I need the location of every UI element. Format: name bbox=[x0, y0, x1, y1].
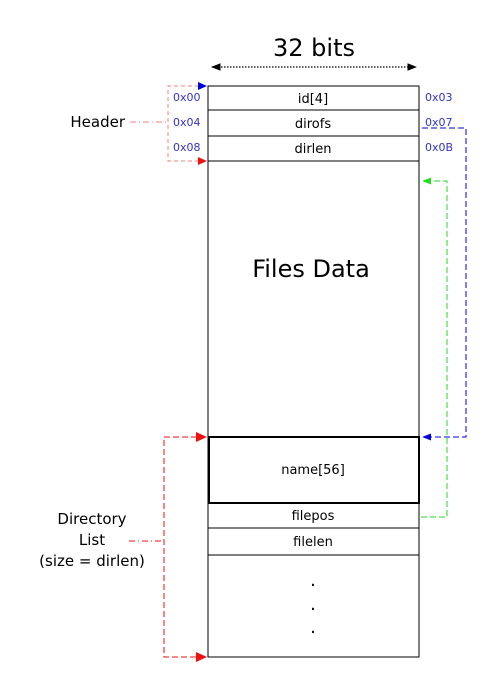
directory-entry-name-box bbox=[208, 436, 420, 504]
header-label: Header bbox=[70, 113, 125, 131]
header-end-arrow bbox=[198, 157, 207, 165]
width-label: 32 bits bbox=[273, 34, 355, 62]
address-start-dirofs: 0x04 bbox=[173, 116, 201, 129]
field-name: name[56] bbox=[281, 463, 345, 478]
address-end-dirlen: 0x0B bbox=[425, 141, 453, 154]
continuation-dot: . bbox=[310, 617, 316, 638]
address-start-id: 0x00 bbox=[173, 91, 201, 104]
file-structure-box bbox=[207, 85, 420, 658]
directory-end-arrow bbox=[196, 652, 207, 662]
field-filepos: filepos bbox=[292, 509, 335, 524]
files-data-label: Files Data bbox=[252, 255, 370, 283]
continuation-dot: . bbox=[310, 570, 316, 591]
address-end-dirofs: 0x07 bbox=[425, 116, 453, 129]
directory-start-arrow bbox=[196, 432, 207, 442]
continuation-dot: . bbox=[310, 594, 316, 615]
field-id: id[4] bbox=[298, 92, 328, 107]
field-filelen: filelen bbox=[293, 535, 333, 550]
directory-label-line1: Directory bbox=[57, 510, 126, 528]
filepos-pointer-arrow bbox=[421, 177, 448, 518]
address-start-dirlen: 0x08 bbox=[173, 141, 201, 154]
directory-label-line3: (size = dirlen) bbox=[39, 552, 145, 570]
address-end-id: 0x03 bbox=[425, 91, 453, 104]
field-dirofs: dirofs bbox=[295, 117, 331, 132]
directory-bracket bbox=[163, 436, 206, 658]
header-start-arrow bbox=[198, 82, 207, 90]
dirofs-pointer-arrow bbox=[422, 127, 467, 441]
directory-label-line2: List bbox=[79, 531, 105, 549]
field-dirlen: dirlen bbox=[294, 142, 331, 157]
